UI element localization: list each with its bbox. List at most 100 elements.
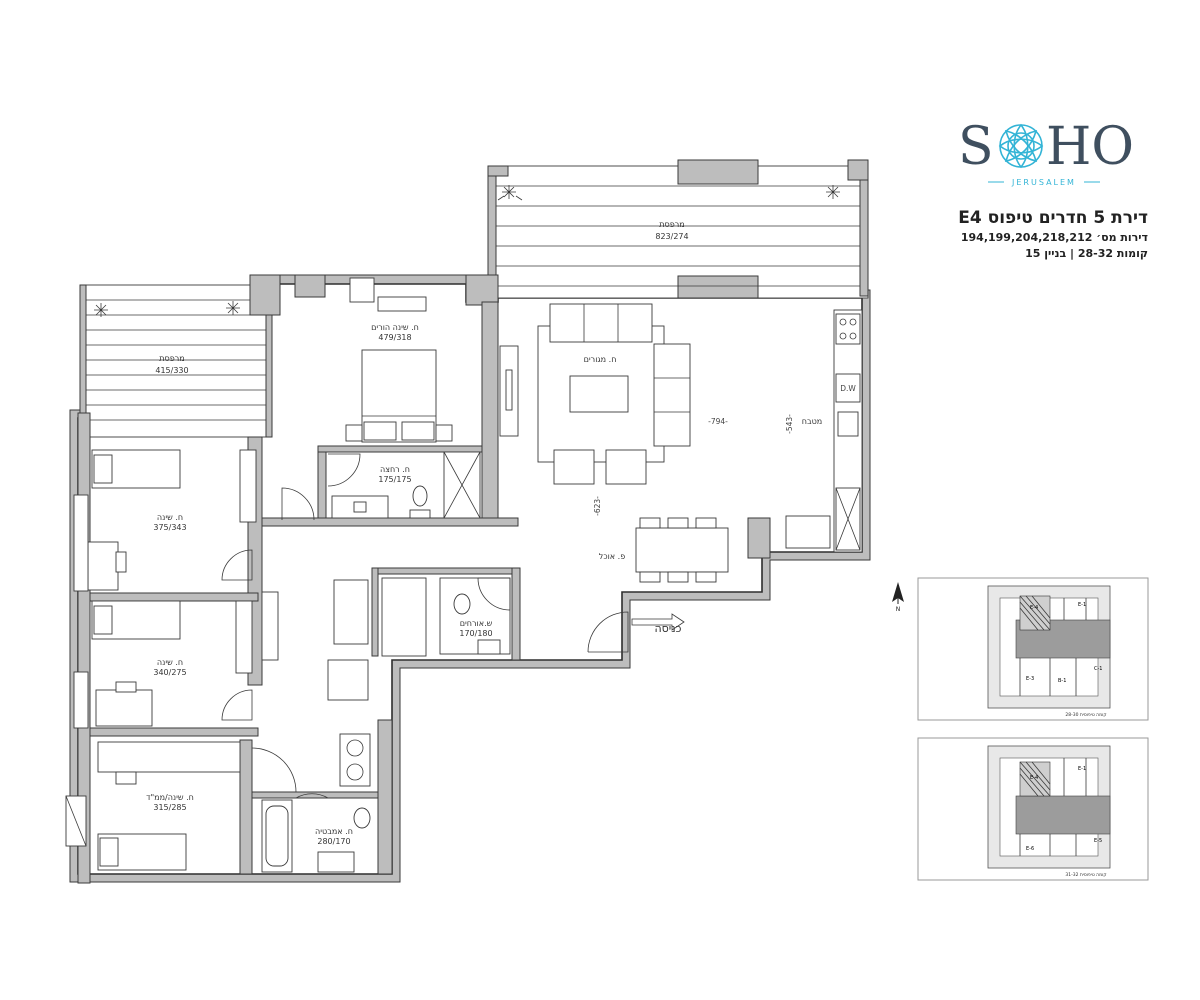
door-swing bbox=[295, 793, 329, 799]
unit-label: E-3 bbox=[1026, 676, 1034, 682]
keyplan-caption: קומה טיפוסית 28-30 bbox=[1065, 712, 1106, 718]
room-size: 340/275 bbox=[153, 668, 186, 677]
desk bbox=[87, 541, 119, 591]
room-size: 479/318 bbox=[378, 333, 411, 342]
apartment-floors: קומות 28-32 | בניין 15 bbox=[1025, 247, 1148, 260]
toilet-icon bbox=[453, 593, 471, 615]
master-bedroom: ח. שינה הורים 479/318 bbox=[281, 277, 453, 521]
balcony-left: מרפסת 415/330 bbox=[79, 284, 273, 438]
sofa bbox=[549, 303, 653, 343]
console bbox=[333, 579, 369, 645]
pantry bbox=[785, 515, 831, 549]
dimension-label: -794- bbox=[708, 417, 728, 426]
door-swing bbox=[251, 747, 297, 793]
window-icon bbox=[73, 671, 89, 729]
room-name: ח. רחצה bbox=[380, 465, 410, 474]
logo-city: JERUSALEM bbox=[1011, 178, 1076, 187]
toilet-icon bbox=[353, 807, 371, 829]
coffee-table bbox=[569, 375, 629, 413]
armchair bbox=[553, 449, 595, 485]
room-name: פ. אוכל bbox=[599, 552, 625, 561]
logo-letters-ho: HO bbox=[1046, 117, 1134, 177]
plant-icon bbox=[94, 301, 240, 317]
closet bbox=[239, 449, 257, 523]
north-label: N bbox=[896, 606, 901, 613]
room-name: ש.אורחים bbox=[460, 619, 493, 628]
apartment-numbers: דירות מס׳ 194,199,204,218,212 bbox=[960, 231, 1148, 244]
washer-dryer bbox=[339, 733, 371, 787]
room-size: 170/180 bbox=[459, 629, 492, 638]
rosette-icon bbox=[998, 123, 1044, 169]
bathroom: ח. אמבטיה 280/170 bbox=[261, 793, 371, 873]
balcony-top: מרפסת 823/274 bbox=[487, 159, 869, 299]
room-name: מטבח bbox=[802, 417, 822, 426]
guest-wc: ש.אורחים 170/180 bbox=[439, 577, 511, 655]
apartment-header: דירת 5 חדרים טיפוס E4 דירות מס׳ 194,199,… bbox=[958, 206, 1148, 262]
door-swing bbox=[477, 577, 511, 611]
toilet-icon bbox=[412, 485, 428, 507]
sink-icon bbox=[317, 851, 355, 873]
apartment-title: דירת 5 חדרים טיפוס E4 bbox=[958, 208, 1148, 228]
room-size: 175/175 bbox=[378, 475, 411, 484]
room-name: מרפסת bbox=[659, 220, 684, 229]
entrance-label: כניסה bbox=[654, 622, 681, 635]
room-name: מרפסת bbox=[159, 354, 184, 363]
room-name: ח. מגורים bbox=[584, 355, 617, 364]
door-swing bbox=[587, 611, 629, 653]
door-swing bbox=[221, 689, 253, 721]
logo-letter-s: S bbox=[958, 117, 994, 177]
closet bbox=[261, 591, 279, 661]
unit-label: B-1 bbox=[1058, 678, 1066, 684]
keyplan-2: E-4 E-1 E-6 E-5 קומה טיפוסית 31-32 bbox=[917, 737, 1149, 881]
dishwasher bbox=[835, 373, 861, 403]
room-name: ח. שינה הורים bbox=[371, 323, 419, 332]
bedroom-1: ח. שינה 375/343 bbox=[73, 449, 257, 592]
unit-label: E-6 bbox=[1026, 846, 1034, 852]
dishwasher-label: D.W bbox=[840, 384, 856, 393]
door-swing bbox=[327, 453, 361, 487]
room-size: 415/330 bbox=[155, 366, 188, 375]
keyplan-1: E-4 E-1 E-3 B-1 C-1 קומה טיפוסית 28-30 bbox=[917, 577, 1149, 721]
window-icon bbox=[349, 277, 375, 303]
interior-walls bbox=[77, 274, 771, 884]
living-room: ח. מגורים -794- bbox=[499, 303, 728, 485]
sofa bbox=[653, 343, 691, 447]
sofa bbox=[381, 577, 427, 657]
entrance[interactable]: כניסה bbox=[587, 611, 685, 653]
room-size: 375/343 bbox=[153, 523, 186, 532]
plant-icon bbox=[497, 185, 840, 201]
cooktop-icon bbox=[835, 313, 861, 345]
unit-label: C-1 bbox=[1094, 666, 1102, 672]
sink-icon bbox=[477, 639, 501, 655]
keyplan-caption: קומה טיפוסית 31-32 bbox=[1065, 872, 1106, 878]
unit-label: E-4 bbox=[1030, 775, 1038, 781]
closet bbox=[235, 600, 253, 674]
bedroom-safe-room: ח. שינה/ממ"ד 315/285 bbox=[65, 741, 297, 871]
sink-icon bbox=[837, 411, 859, 437]
desk bbox=[97, 741, 241, 773]
room-name: ח. שינה bbox=[157, 513, 183, 522]
armchair bbox=[605, 449, 647, 485]
dimension-label: -623- bbox=[593, 496, 602, 516]
unit-label: E-1 bbox=[1078, 602, 1086, 608]
unit-label: E-5 bbox=[1094, 838, 1102, 844]
master-bath: ח. רחצה 175/175 bbox=[327, 451, 481, 519]
unit-label: E-4 bbox=[1030, 605, 1038, 611]
soho-logo: S HO JERUSALEM bbox=[958, 117, 1134, 187]
room-name: ח. אמבטיה bbox=[315, 827, 353, 836]
room-size: 280/170 bbox=[317, 837, 350, 846]
room-size: 823/274 bbox=[655, 232, 688, 241]
room-size: 315/285 bbox=[153, 803, 186, 812]
window-icon bbox=[73, 494, 89, 592]
unit-label: E-1 bbox=[1078, 766, 1086, 772]
dining-table bbox=[635, 527, 729, 573]
door-swing bbox=[221, 549, 253, 581]
room-name: ח. שינה/ממ"ד bbox=[146, 793, 194, 802]
kitchen: D.W מטבח -543- bbox=[785, 309, 863, 553]
arrow-left-icon bbox=[631, 613, 685, 631]
room-name: ח. שינה bbox=[157, 658, 183, 667]
desk bbox=[95, 689, 153, 727]
bed bbox=[345, 349, 453, 443]
armchair bbox=[327, 659, 369, 701]
